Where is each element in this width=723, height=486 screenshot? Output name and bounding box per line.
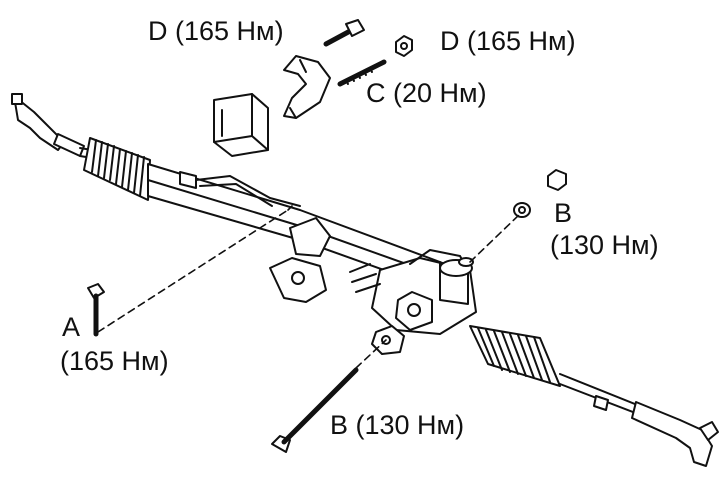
left-tie-rod-end [11, 93, 85, 157]
label-b-right-torque: (130 Нм) [550, 230, 659, 260]
bolt-d-upper [323, 19, 365, 47]
nut-b-right [513, 169, 567, 218]
label-b-bottom-bolt: B (130 Нм) [330, 410, 465, 440]
bolt-a [87, 283, 105, 337]
label-a-torque: (165 Нм) [60, 346, 169, 376]
stud-c [337, 59, 387, 87]
label-c-stud: C (20 Нм) [366, 78, 487, 108]
leader-lines [97, 205, 521, 369]
label-b-right-letter: B [554, 198, 573, 228]
pinion-valve-housing [349, 249, 477, 355]
clamp-cushion [213, 93, 269, 157]
label-a-letter: A [62, 312, 81, 342]
bolt-b-bottom [271, 367, 359, 453]
left-boot [83, 137, 151, 201]
right-tie-rod-end [559, 373, 719, 467]
nut-d [395, 35, 413, 57]
clamp-bracket [283, 55, 331, 119]
left-mount-bracket [269, 217, 331, 303]
label-d-upper-bolt: D (165 Нм) [148, 16, 284, 46]
right-boot [469, 325, 561, 387]
label-d-nut: D (165 Нм) [440, 26, 576, 56]
